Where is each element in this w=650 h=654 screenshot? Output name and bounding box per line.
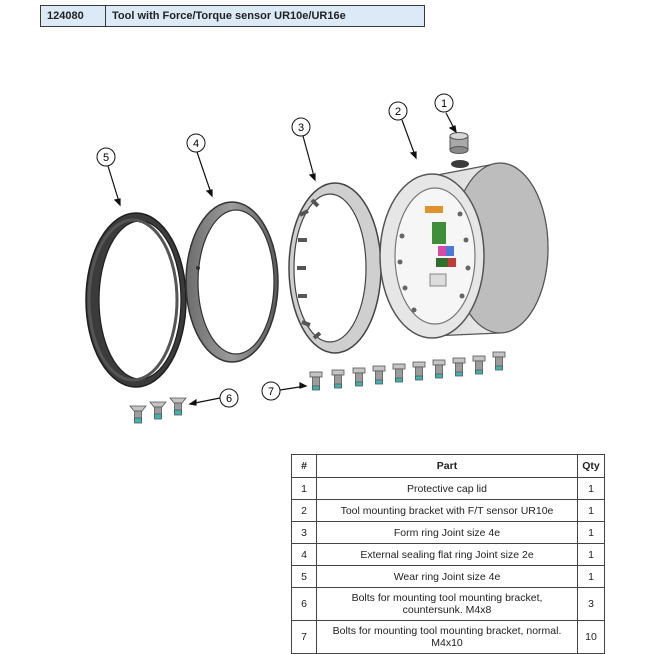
row-num: 7 [291,620,317,654]
protective-cap [449,132,469,154]
row-part: Bolts for mounting tool mounting bracket… [316,620,578,654]
row-num: 6 [291,587,317,621]
exploded-view-diagram: 1 2 3 4 5 6 7 [85,93,549,424]
row-num: 2 [291,499,317,522]
svg-text:6: 6 [226,393,232,405]
callout-6: 6 [219,388,239,408]
callout-7: 7 [261,381,281,401]
row-part: Protective cap lid [316,477,578,500]
row-part: Form ring Joint size 4e [316,521,578,544]
part-number: 124080 [40,5,106,27]
table-row: 3 Form ring Joint size 4e 1 [291,521,605,544]
callout-2: 2 [388,101,408,121]
row-qty: 1 [577,477,605,500]
header-qty: Qty [577,454,605,478]
table-row: 2 Tool mounting bracket with F/T sensor … [291,499,605,522]
row-part: Wear ring Joint size 4e [316,565,578,588]
row-qty: 3 [577,587,605,621]
table-row: 6 Bolts for mounting tool mounting brack… [291,587,605,621]
table-row: 4 External sealing flat ring Joint size … [291,543,605,566]
callout-4: 4 [186,133,206,153]
row-qty: 1 [577,521,605,544]
table-header-row: # Part Qty [291,454,605,478]
parts-table: # Part Qty 1 Protective cap lid 1 2 Tool… [291,454,605,654]
tool-mounting-bracket [379,160,549,339]
sealing-ring [185,201,279,363]
row-num: 4 [291,543,317,566]
row-part: Bolts for mounting tool mounting bracket… [316,587,578,621]
bolts-normal [309,351,506,391]
callout-3: 3 [291,117,311,137]
callout-5: 5 [96,147,116,167]
row-qty: 10 [577,620,605,654]
svg-text:4: 4 [193,138,199,150]
svg-text:5: 5 [103,152,109,164]
row-qty: 1 [577,499,605,522]
row-num: 5 [291,565,317,588]
header-num: # [291,454,317,478]
callout-1: 1 [434,93,454,113]
header-table: 124080 Tool with Force/Torque sensor UR1… [40,5,425,27]
row-num: 3 [291,521,317,544]
row-num: 1 [291,477,317,500]
svg-text:7: 7 [268,386,274,398]
leader-lines [107,112,457,406]
row-qty: 1 [577,565,605,588]
svg-text:1: 1 [441,98,447,110]
wear-ring [85,212,187,388]
header-part: Part [316,454,578,478]
row-part: Tool mounting bracket with F/T sensor UR… [316,499,578,522]
row-qty: 1 [577,543,605,566]
table-row: 1 Protective cap lid 1 [291,477,605,500]
form-ring [288,182,382,354]
bolts-countersunk [129,397,187,424]
svg-text:3: 3 [298,122,304,134]
table-row: 5 Wear ring Joint size 4e 1 [291,565,605,588]
svg-text:2: 2 [395,106,401,118]
table-row: 7 Bolts for mounting tool mounting brack… [291,620,605,654]
row-part: External sealing flat ring Joint size 2e [316,543,578,566]
part-title: Tool with Force/Torque sensor UR10e/UR16… [105,5,425,27]
